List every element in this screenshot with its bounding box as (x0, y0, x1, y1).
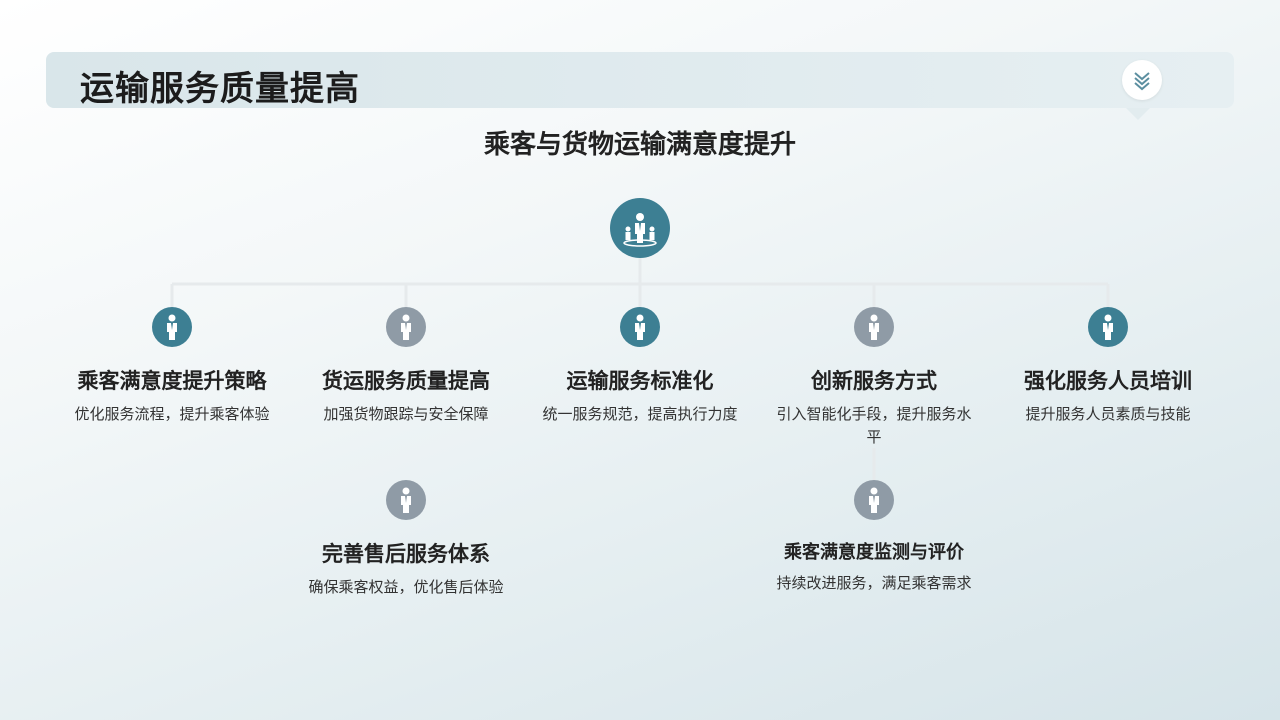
node-description: 优化服务流程，提升乘客体验 (74, 405, 270, 423)
node-passenger-satisfaction-strategy: 乘客满意度提升策略 优化服务流程，提升乘客体验 (72, 307, 272, 426)
person-icon (167, 314, 177, 340)
node-description: 统一服务规范，提高执行力度 (542, 405, 738, 423)
team-people-icon (623, 213, 657, 247)
node-description: 确保乘客权益，优化售后体验 (308, 578, 504, 596)
collapse-button[interactable] (1122, 60, 1162, 100)
node-freight-service-quality: 货运服务质量提高 加强货物跟踪与安全保障 (306, 307, 506, 426)
node-title: 乘客满意度监测与评价 (784, 542, 964, 563)
person-icon (869, 487, 879, 513)
person-icon (401, 487, 411, 513)
node-title: 运输服务标准化 (566, 369, 714, 393)
node-satisfaction-monitoring: 乘客满意度监测与评价 持续改进服务，满足乘客需求 (774, 480, 974, 595)
person-icon (1103, 314, 1113, 340)
node-icon-circle (152, 307, 192, 347)
person-icon (869, 314, 879, 340)
node-innovative-service: 创新服务方式 引入智能化手段，提升服务水平 (774, 307, 974, 449)
node-description: 加强货物跟踪与安全保障 (323, 405, 489, 423)
node-title: 完善售后服务体系 (322, 542, 490, 566)
node-staff-training: 强化服务人员培训 提升服务人员素质与技能 (1008, 307, 1208, 426)
node-service-standardization: 运输服务标准化 统一服务规范，提高执行力度 (540, 307, 740, 426)
node-after-sales-system: 完善售后服务体系 确保乘客权益，优化售后体验 (306, 480, 506, 599)
person-icon (635, 314, 645, 340)
node-title: 货运服务质量提高 (322, 369, 490, 393)
double-chevron-down-icon (1134, 72, 1150, 91)
title-pointer (1126, 108, 1150, 120)
diagram-subtitle: 乘客与货物运输满意度提升 (483, 130, 796, 160)
node-description: 持续改进服务，满足乘客需求 (776, 574, 972, 592)
node-title: 强化服务人员培训 (1024, 369, 1192, 393)
node-description: 引入智能化手段，提升服务水平 (776, 405, 972, 446)
root-node (610, 198, 670, 258)
node-icon-circle (1088, 307, 1128, 347)
node-icon-circle (620, 307, 660, 347)
person-icon (401, 314, 411, 340)
node-icon-circle (386, 480, 426, 520)
title-bar: 运输服务质量提高 (46, 52, 1234, 120)
node-icon-circle (386, 307, 426, 347)
node-icon-circle (854, 480, 894, 520)
node-title: 乘客满意度提升策略 (77, 369, 267, 393)
node-title: 创新服务方式 (811, 369, 937, 393)
node-description: 提升服务人员素质与技能 (1025, 405, 1191, 423)
page-title: 运输服务质量提高 (80, 69, 360, 109)
node-icon-circle (854, 307, 894, 347)
